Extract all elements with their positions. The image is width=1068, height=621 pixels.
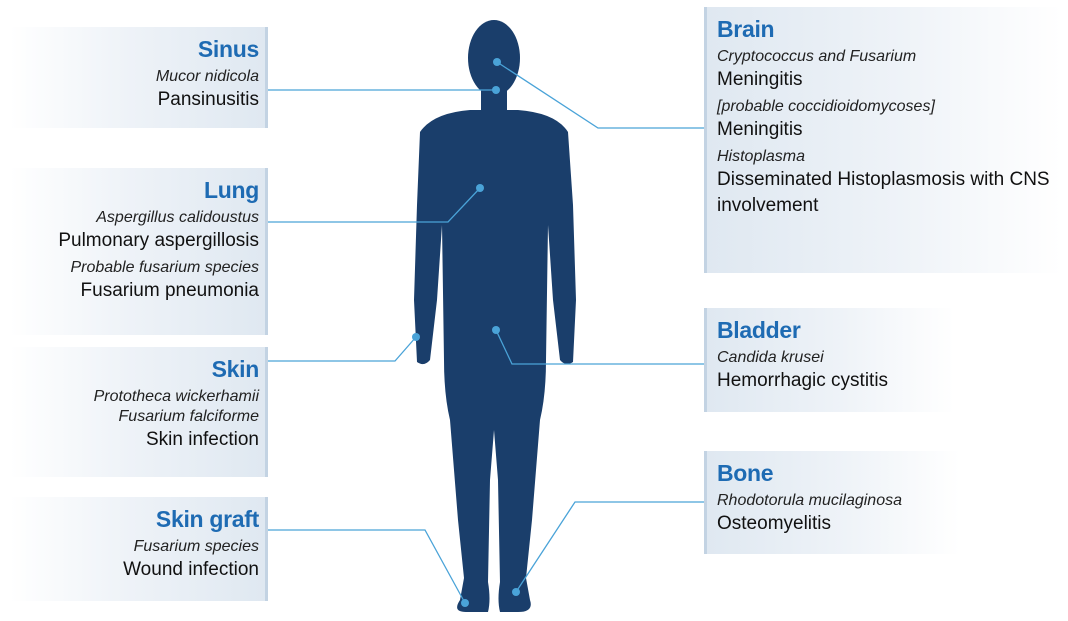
lung-marker — [476, 184, 484, 192]
lung-condition-2: Fusarium pneumonia — [10, 278, 259, 304]
sinus-marker — [492, 86, 500, 94]
lung-panel: Lung Aspergillus calidoustus Pulmonary a… — [10, 168, 268, 335]
brain-title: Brain — [717, 15, 1062, 43]
bone-marker — [512, 588, 520, 596]
human-silhouette — [414, 20, 576, 612]
lung-organism-1: Aspergillus calidoustus — [10, 208, 259, 228]
skin-graft-condition: Wound infection — [10, 557, 259, 583]
bladder-condition: Hemorrhagic cystitis — [717, 368, 954, 394]
skin-organism-2: Fusarium falciforme — [10, 407, 259, 427]
sinus-panel: Sinus Mucor nidicola Pansinusitis — [10, 27, 268, 128]
brain-panel: Brain Cryptococcus and Fusarium Meningit… — [704, 7, 1062, 273]
skin-condition: Skin infection — [10, 427, 259, 453]
brain-organism-2: [probable coccidioidomycoses] — [717, 97, 1062, 117]
skin-graft-marker — [461, 599, 469, 607]
brain-condition-3: Disseminated Histoplasmosis with CNS inv… — [717, 167, 1062, 219]
bone-title: Bone — [717, 459, 960, 487]
skin-panel: Skin Prototheca wickerhamii Fusarium fal… — [10, 347, 268, 477]
bladder-marker — [492, 326, 500, 334]
bladder-panel: Bladder Candida krusei Hemorrhagic cysti… — [704, 308, 954, 412]
skin-graft-organism: Fusarium species — [10, 537, 259, 557]
bladder-organism: Candida krusei — [717, 348, 954, 368]
sinus-title: Sinus — [10, 35, 259, 63]
bone-organism: Rhodotorula mucilaginosa — [717, 491, 960, 511]
brain-organism-3: Histoplasma — [717, 147, 1062, 167]
bone-panel: Bone Rhodotorula mucilaginosa Osteomyeli… — [704, 451, 960, 554]
skin-organism-1: Prototheca wickerhamii — [10, 387, 259, 407]
skin-graft-panel: Skin graft Fusarium species Wound infect… — [10, 497, 268, 601]
sinus-organism: Mucor nidicola — [10, 67, 259, 87]
lung-condition-1: Pulmonary aspergillosis — [10, 228, 259, 254]
sinus-condition: Pansinusitis — [10, 87, 259, 113]
skin-marker — [412, 333, 420, 341]
bladder-title: Bladder — [717, 316, 954, 344]
brain-condition-2: Meningitis — [717, 117, 1062, 143]
bone-condition: Osteomyelitis — [717, 511, 960, 537]
skin-title: Skin — [10, 355, 259, 383]
lung-organism-2: Probable fusarium species — [10, 258, 259, 278]
lung-title: Lung — [10, 176, 259, 204]
brain-marker — [493, 58, 501, 66]
brain-condition-1: Meningitis — [717, 67, 1062, 93]
skin-graft-title: Skin graft — [10, 505, 259, 533]
brain-organism-1: Cryptococcus and Fusarium — [717, 47, 1062, 67]
